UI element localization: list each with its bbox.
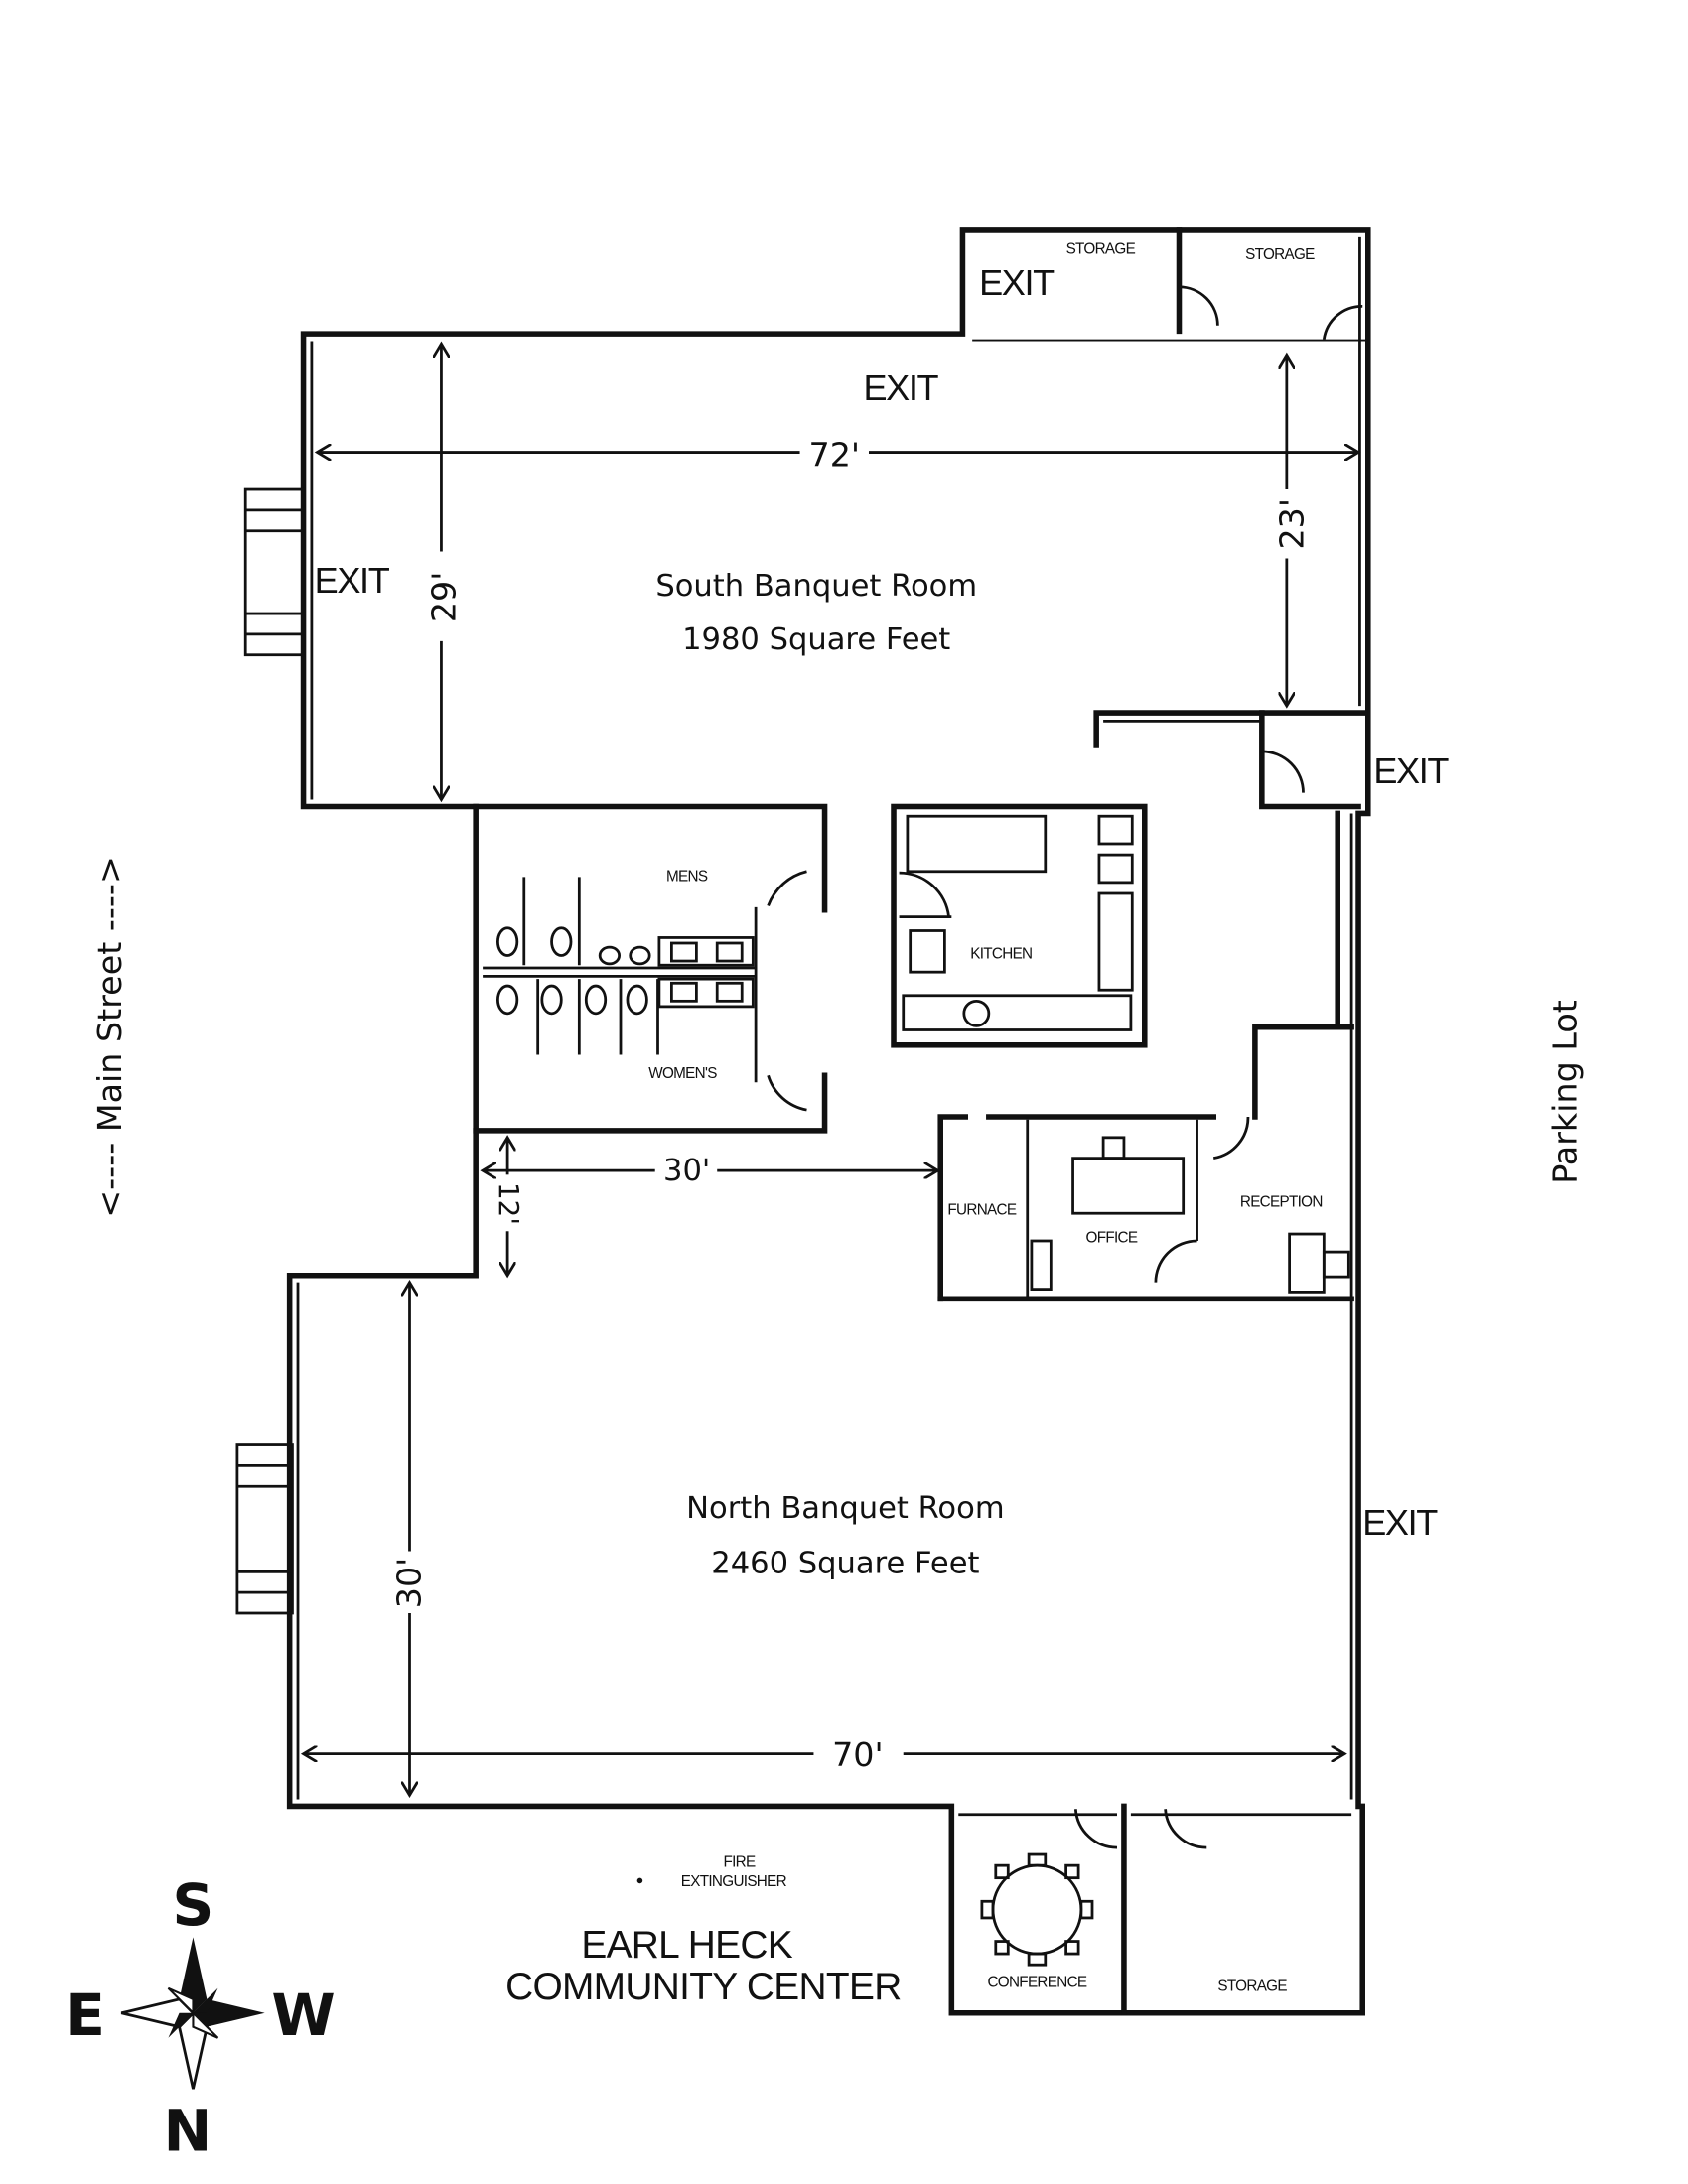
- compass-north-label: N: [163, 2098, 211, 2165]
- exit-label-east-vestibule: EXIT: [1373, 751, 1449, 791]
- conference-table-icon: [980, 1852, 1094, 1967]
- east-vestibule: [1093, 710, 1368, 1030]
- mens-label: MENS: [666, 868, 708, 885]
- north-banquet-area: 2460 Square Feet: [711, 1547, 979, 1581]
- toilet-stalls: [496, 877, 755, 1055]
- dim-hall-depth: 12': [492, 1182, 525, 1225]
- office-block: [937, 1024, 1354, 1302]
- compass-east-label: E: [66, 1981, 105, 2049]
- restrooms: [473, 803, 828, 1134]
- south-banquet-name: South Banquet Room: [655, 569, 977, 604]
- west-steps-south: [243, 487, 305, 657]
- exterior-walls: [286, 227, 1371, 2016]
- dimension-lines: [304, 344, 1359, 1795]
- fire-extinguisher-label-line2: EXTINGUISHER: [681, 1873, 787, 1890]
- exit-label-storage: EXIT: [979, 262, 1055, 303]
- conference-label: CONFERENCE: [987, 1974, 1086, 1990]
- womens-label: WOMEN'S: [648, 1065, 717, 1082]
- exit-label-west-south: EXIT: [315, 560, 390, 601]
- kitchen-label: KITCHEN: [970, 945, 1032, 962]
- south-banquet-area: 1980 Square Feet: [682, 622, 950, 657]
- parking-lot-label: Parking Lot: [1546, 1000, 1585, 1184]
- conference-storage-block: [958, 1803, 1352, 2016]
- west-steps-north: [235, 1443, 294, 1615]
- exit-label-east-north: EXIT: [1362, 1502, 1438, 1543]
- dim-north-depth: 30': [390, 1558, 429, 1609]
- dim-south-width: 72': [808, 435, 860, 474]
- exit-label-south-center: EXIT: [863, 367, 938, 408]
- compass-west-label: W: [271, 1981, 335, 2049]
- dim-south-depth-west: 29': [424, 572, 463, 623]
- title-line-1: EARL HECK: [581, 1924, 792, 1967]
- dim-north-width: 70': [832, 1735, 884, 1774]
- dim-south-depth-east: 23': [1273, 498, 1312, 550]
- title-line-2: COMMUNITY CENTER: [505, 1966, 902, 2008]
- main-street-label: <---- Main Street ---->: [90, 856, 129, 1218]
- storage-block-top: [972, 227, 1368, 342]
- furnace-label: FURNACE: [947, 1202, 1016, 1219]
- compass-south-label: S: [172, 1871, 213, 1939]
- storage-label-1: STORAGE: [1066, 241, 1136, 258]
- north-banquet-name: North Banquet Room: [686, 1491, 1004, 1526]
- dim-hall-width: 30': [663, 1154, 710, 1188]
- compass-rose-icon: [120, 1937, 265, 2090]
- fire-extinguisher-label-line1: FIRE: [723, 1854, 756, 1871]
- storage-label-3: STORAGE: [1217, 1979, 1287, 1995]
- storage-label-2: STORAGE: [1245, 246, 1315, 263]
- office-label: OFFICE: [1086, 1229, 1138, 1246]
- reception-label: RECEPTION: [1240, 1193, 1323, 1210]
- kitchen-walls: [891, 803, 1148, 1048]
- fire-extinguisher-icon: [636, 1877, 643, 1884]
